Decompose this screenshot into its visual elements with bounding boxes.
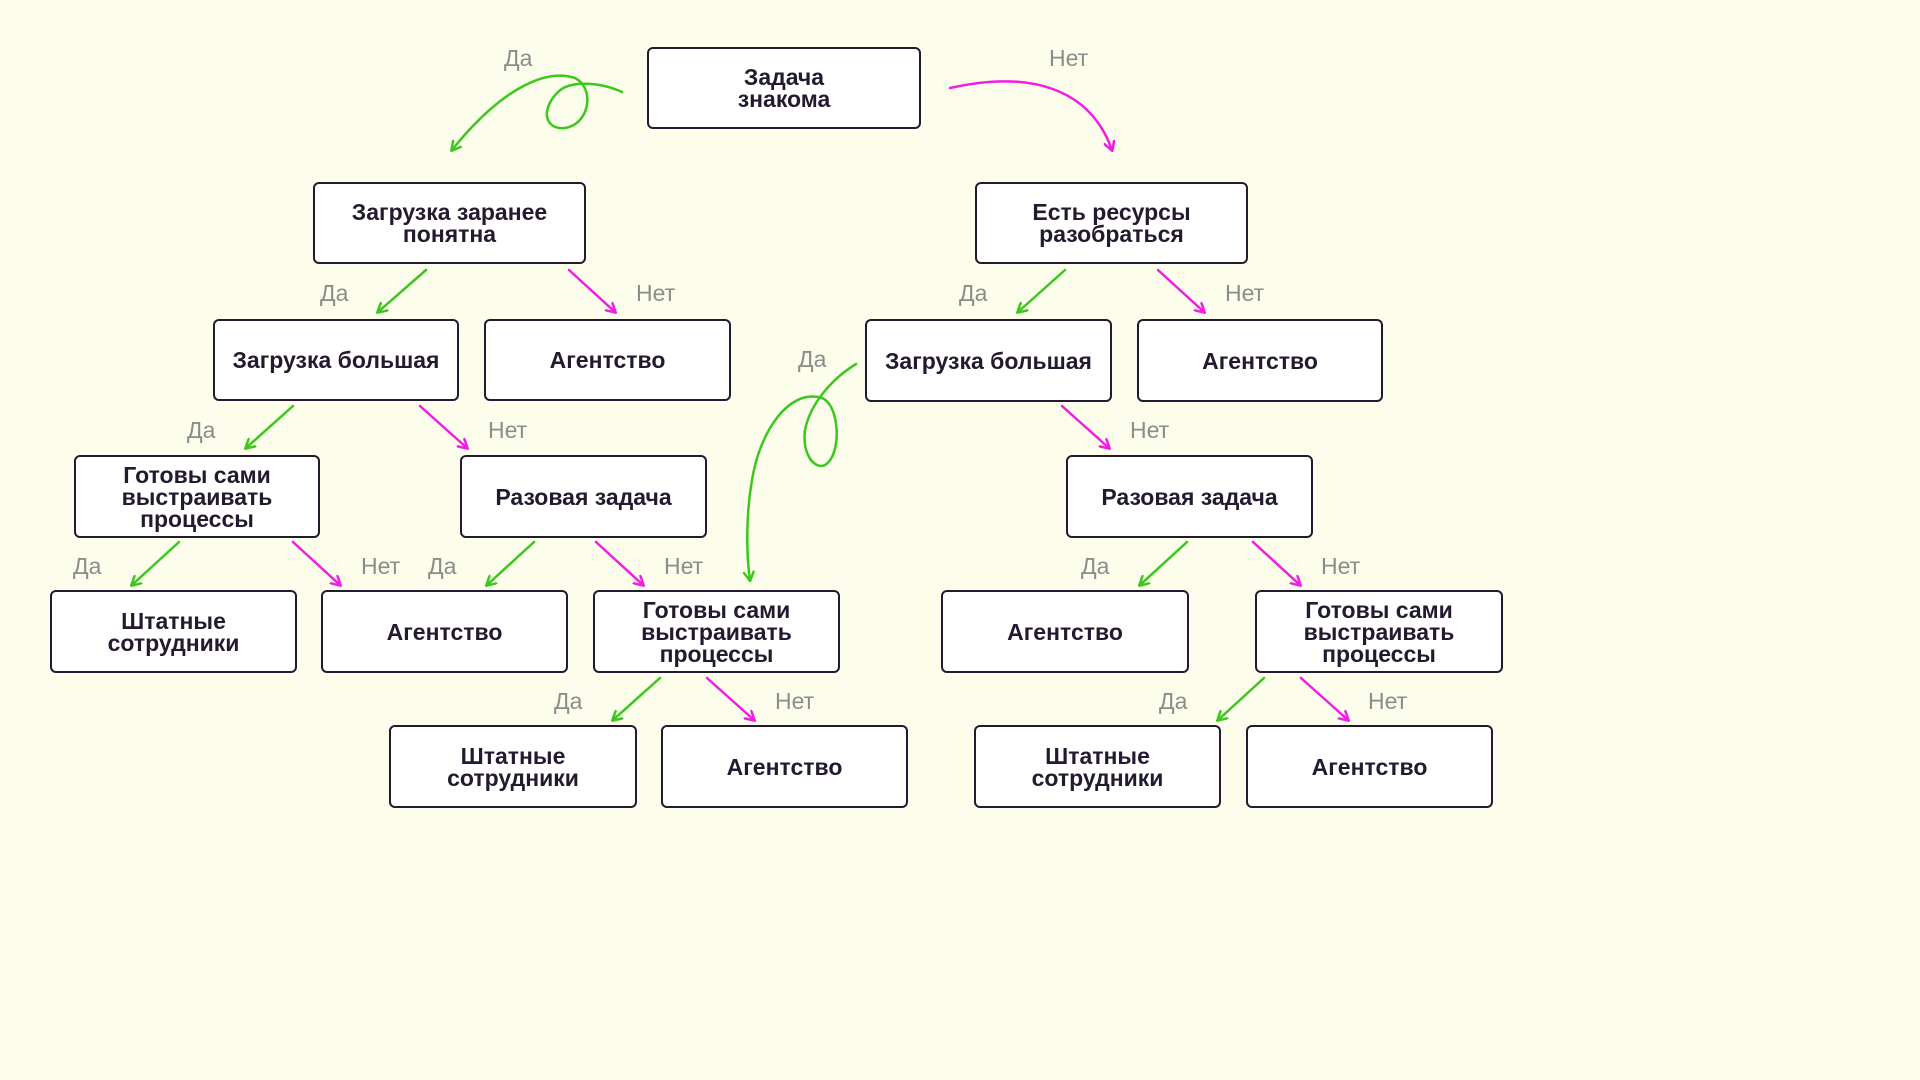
label-yes-left-ready: Да	[73, 553, 102, 579]
no-arrow-mid-ready	[705, 676, 754, 720]
no-arrow-right-oneoff	[1251, 540, 1300, 585]
no-arrow-left-load-big	[418, 404, 467, 448]
node-mid-ready: Готовы сами выстраивать процессы	[593, 590, 840, 673]
decision-tree: Да Нет Да Нет Да Нет Да Да Нет Нет Да Не…	[0, 45, 1568, 884]
node-left-agency-1: Агентство	[484, 319, 731, 401]
node-right-load-big: Загрузка большая	[865, 319, 1112, 402]
yes-arrow-left-oneoff	[487, 540, 536, 585]
node-right-agency-2: Агентство	[941, 590, 1189, 673]
node-right-ready: Готовы сами выстраивать процессы	[1255, 590, 1503, 673]
node-right-agency-1: Агентство	[1137, 319, 1383, 402]
label-yes-load-clear: Да	[320, 280, 349, 306]
no-arrow-right-load-big	[1060, 404, 1109, 448]
no-arrow-resources	[1156, 268, 1204, 312]
node-right-oneoff: Разовая задача	[1066, 455, 1313, 538]
yes-arrow-load-clear	[378, 268, 428, 312]
label-yes-left-load-big: Да	[187, 417, 216, 443]
node-load-clear: Загрузка заранее понятна	[313, 182, 586, 264]
label-yes-right-oneoff: Да	[1081, 553, 1110, 579]
label-yes-root: Да	[504, 45, 533, 71]
no-arrow-root	[948, 80, 1112, 150]
label-yes-left-oneoff: Да	[428, 553, 457, 579]
node-mid-agency: Агентство	[661, 725, 908, 808]
node-left-ready: Готовы сами выстраивать процессы	[74, 455, 320, 538]
label-no-right-load-big: Нет	[1130, 417, 1170, 443]
yes-arrow-right-ready	[1218, 676, 1266, 720]
label-yes-right-ready: Да	[1159, 688, 1188, 714]
no-arrow-left-ready	[291, 540, 340, 585]
node-left-oneoff: Разовая задача	[460, 455, 707, 538]
no-arrow-left-oneoff	[594, 540, 643, 585]
label-no-left-oneoff: Нет	[664, 553, 704, 579]
node-left-agency-2: Агентство	[321, 590, 568, 673]
node-left-staff: Штатные сотрудники	[50, 590, 297, 673]
label-no-right-oneoff: Нет	[1321, 553, 1361, 579]
yes-arrow-left-load-big	[246, 404, 295, 448]
node-right-agency-3: Агентство	[1246, 725, 1493, 808]
label-no-load-clear: Нет	[636, 280, 676, 306]
label-yes-resources: Да	[959, 280, 988, 306]
node-mid-staff: Штатные сотрудники	[389, 725, 637, 808]
yes-arrow-root	[452, 74, 624, 150]
yes-arrow-resources	[1018, 268, 1067, 312]
no-arrow-load-clear	[567, 268, 615, 312]
label-no-mid-ready: Нет	[775, 688, 815, 714]
yes-arrow-mid-ready	[613, 676, 662, 720]
label-no-left-load-big: Нет	[488, 417, 528, 443]
node-task-familiar: Задача знакома	[647, 47, 921, 129]
yes-arrow-right-oneoff	[1140, 540, 1189, 585]
arrows-layer	[0, 74, 1568, 884]
label-yes-right-load-big: Да	[798, 346, 827, 372]
node-left-load-big: Загрузка большая	[213, 319, 459, 401]
yes-arrow-left-ready	[132, 540, 181, 585]
yes-arrow-right-load-big	[747, 362, 858, 580]
label-no-root: Нет	[1049, 45, 1089, 71]
label-no-left-ready: Нет	[361, 553, 401, 579]
label-no-resources: Нет	[1225, 280, 1265, 306]
node-right-staff: Штатные сотрудники	[974, 725, 1221, 808]
label-no-right-ready: Нет	[1368, 688, 1408, 714]
no-arrow-right-ready	[1299, 676, 1348, 720]
label-yes-mid-ready: Да	[554, 688, 583, 714]
node-has-resources: Есть ресурсы разобраться	[975, 182, 1248, 264]
